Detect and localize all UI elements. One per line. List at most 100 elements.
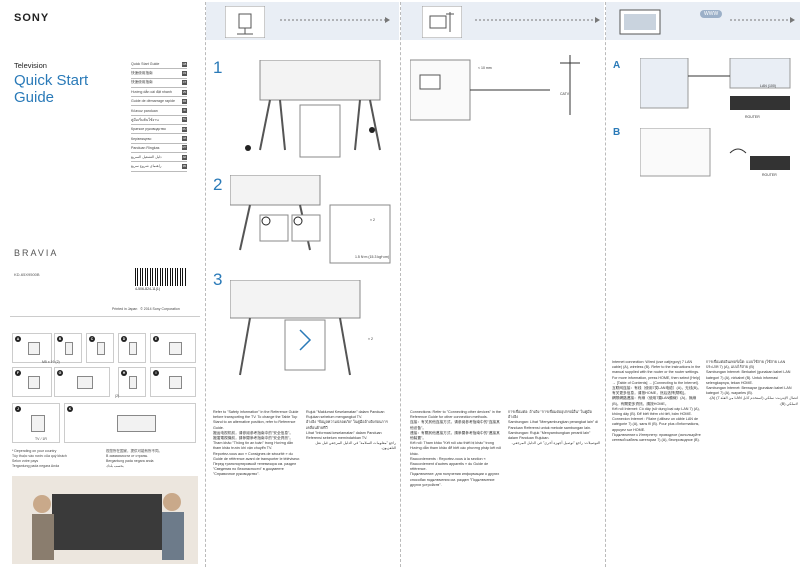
language-row: Panduan Ringkas MY <box>131 144 187 153</box>
paragraph: Connexion Internet : Filaire (utilisez u… <box>612 417 700 432</box>
language-label: 快速使用指南 <box>131 70 153 75</box>
paragraph: اتصال الإنترنت: سلكي (استخدم كابل LAN من… <box>709 396 798 406</box>
language-label: Panduan Ringkas <box>131 145 160 150</box>
title-line-1: Quick Start <box>14 72 89 89</box>
paragraph: การเชื่อมต่ออินเทอร์เน็ต: แบบใช้สาย (ใช้… <box>706 360 786 370</box>
paragraph: راجع "معلومات السلامة" في الدليل المرجعي… <box>315 441 396 451</box>
step-2-screw-diagram <box>230 175 391 264</box>
paragraph: Tham khảo "Thông tin an toàn" trong Hướn… <box>213 441 294 451</box>
text-col-2: Rujuk "Maklumat Keselamatan" dalam Pandu… <box>306 410 396 452</box>
barcode <box>135 268 187 286</box>
language-label: Керівництво <box>131 136 152 141</box>
cable-distance: < 10 mm <box>478 66 492 70</box>
accessory-letter: F <box>15 370 21 376</box>
page-title: Quick Start Guide <box>14 72 88 106</box>
accessory-illustration <box>117 415 156 433</box>
step-2-number: 2 <box>213 175 223 194</box>
step-1-stand-attach-diagram <box>245 60 381 158</box>
accessory-item: A <box>12 333 52 363</box>
step-3-number: 3 <box>213 270 223 289</box>
product-label: Television <box>14 61 47 70</box>
accessory-letter: E <box>153 336 159 342</box>
accessory-notes-left: * Depending on your country Tùy thuộc và… <box>12 449 92 469</box>
accessory-letter: G <box>57 370 63 376</box>
accessory-item: E <box>150 333 196 363</box>
paragraph: 搬运电视机前，请参阅参考指南中的"安全信息"。 <box>213 430 294 435</box>
brand-logo: SONY <box>14 12 50 24</box>
accessory-illustration <box>31 415 46 433</box>
accessory-illustration <box>65 342 74 355</box>
accessory-illustration <box>28 342 40 355</box>
language-label: Guide de démarrage rapide <box>131 99 175 104</box>
paragraph: Подключение: для получения информации о … <box>410 472 500 487</box>
language-code-chip: GB <box>182 61 187 67</box>
arrow-right-icon <box>280 17 390 23</box>
accessory-letter: C <box>89 336 95 342</box>
printed-label: Printed in Japan <box>112 307 138 311</box>
accessory-item: G <box>54 367 110 397</box>
language-code-chip: VN <box>182 89 187 95</box>
paragraph: Перед транспортировкой телевизора см. ра… <box>213 462 297 477</box>
model-number: KD-65X9500B <box>14 272 40 277</box>
note-line: Selon votre pays <box>12 459 39 463</box>
lan-port-label: LAN (100) <box>760 84 776 88</box>
wireless-connection-diagram <box>640 128 790 177</box>
paragraph: 互联网连接：有线（使用7类LAN电缆）(A)，无线(B)。有关更多信息，请按HO… <box>612 386 702 396</box>
language-code-chip: FR <box>182 98 187 104</box>
accessory-letter: A <box>15 336 21 342</box>
accessory-letter: H <box>121 370 127 376</box>
accessory-g-qty: (2) <box>115 394 120 398</box>
copyright: © 2014 Sony Corporation <box>140 307 180 311</box>
paragraph: Rujuk "Maklumat Keselamatan" dalam Pandu… <box>306 410 385 420</box>
accessory-letter: I <box>153 370 159 376</box>
text-col-1: Refer to "Safety information" in the Ref… <box>213 410 301 478</box>
note-line: Tergantung pada negara Anda <box>12 464 60 468</box>
text-col-6: การเชื่อมต่ออินเทอร์เน็ต: แบบใช้สาย (ใช้… <box>706 360 798 407</box>
paragraph: Kết nối Internet: Có dây (sử dụng loại c… <box>612 406 700 417</box>
accessory-item: F <box>12 367 52 397</box>
accessory-illustration <box>168 342 182 355</box>
people-carrying-tv-illustration <box>12 476 198 564</box>
www-badge: WWW <box>700 10 723 18</box>
accessory-item: H <box>118 367 146 397</box>
accessory-illustration <box>129 342 138 355</box>
accessory-letter: D <box>121 336 127 342</box>
accessory-item: K <box>64 403 196 443</box>
antenna-connection-diagram <box>410 55 580 121</box>
paragraph: Sambungan: Rujuk "Menyambungkan peranti … <box>508 430 591 441</box>
paragraph: Internet connection: Wired (use cat(egor… <box>612 360 701 385</box>
title-line-2: Guide <box>14 89 55 106</box>
accessory-letter: J <box>15 406 21 412</box>
paragraph: อ้างอิง "ข้อมูลความปลอดภัย" ในคู่มืออ้าง… <box>306 420 388 430</box>
paragraph: 搬運電視機前，請參閱參考指南中的"安全資訊"。 <box>213 436 294 441</box>
language-label: راهنمای شروع سریع <box>131 164 162 169</box>
accessory-item: B <box>54 333 82 363</box>
screw-count: × 2 <box>370 218 375 222</box>
accessory-illustration <box>129 376 138 389</box>
paragraph: التوصيلات: راجع "توصيل أجهزة أخرى" في ال… <box>511 441 600 446</box>
screw-spec: 1.5 N·m (15.3 kgf·cm) <box>355 255 390 259</box>
text-col-3: Connections: Refer to "Connecting other … <box>410 410 502 488</box>
accessory-item: I <box>150 367 196 397</box>
accessory-item: J <box>12 403 60 443</box>
step-3-cable-diagram <box>230 280 361 376</box>
barcode-number: 4-506-824-11(1) <box>135 287 161 291</box>
antenna-connect-icon <box>422 6 462 38</box>
language-label: Quick Start Guide <box>131 62 160 67</box>
language-code-chip: MY <box>182 145 187 151</box>
catv-label: CATV <box>560 92 570 96</box>
paragraph: Подключение к Интернету: проводное (испо… <box>612 432 701 443</box>
option-b-label: B <box>613 127 621 138</box>
accessory-letter: B <box>57 336 63 342</box>
accessory-illustration <box>168 376 182 389</box>
paragraph: Raccordements : Reportez-vous à la secti… <box>410 456 489 472</box>
language-label: دليل التشغيل السريع <box>131 155 162 160</box>
